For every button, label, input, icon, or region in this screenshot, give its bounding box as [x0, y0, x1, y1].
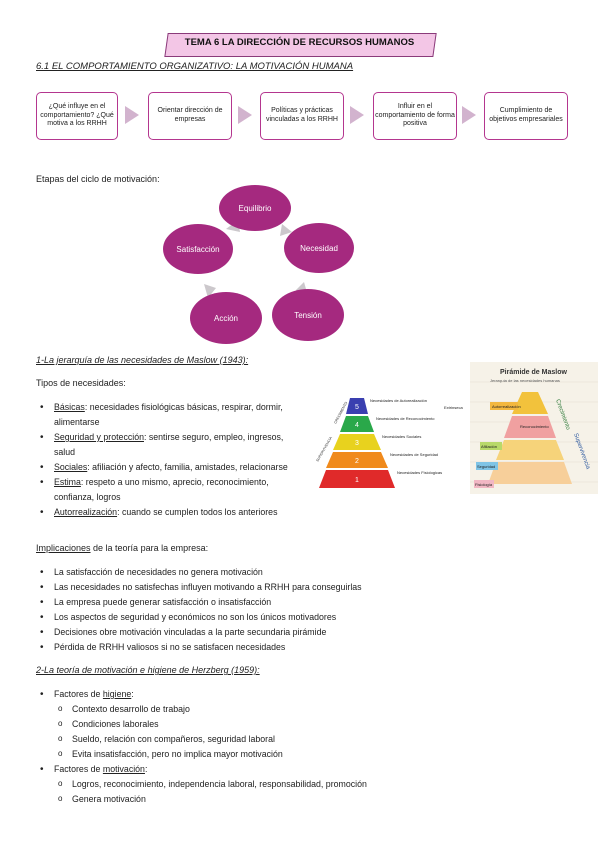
pyramid-num: 5: [355, 404, 359, 411]
pyramid-label: Necesidades de Seguridad: [390, 452, 438, 457]
flow-step-1: ¿Qué influye en el comportamiento? ¿Qué …: [36, 92, 118, 140]
flow-arrow-icon: [350, 106, 364, 124]
pyramid-label: Necesidades Fisiologicas: [397, 470, 442, 475]
flow-arrow-icon: [238, 106, 252, 124]
flow-step-2: Orientar dirección de empresas: [148, 92, 232, 140]
pyramid-level-3: [333, 434, 381, 450]
poster-level: Autorrealización: [492, 404, 521, 409]
pyramid-level-1: [319, 470, 395, 488]
pyramid-extra-label: Extrinseca: [444, 405, 463, 410]
list-item: Las necesidades no satisfechas influyen …: [36, 580, 556, 595]
cycle-stage-equilibrio: Equilibrio: [219, 185, 291, 231]
maslow-pyramid-chart: 5 4 3 2 1 Necesidades de Autorealización…: [302, 392, 472, 494]
list-item: Contexto desarrollo de trabajo: [54, 701, 556, 717]
list-item: Logros, reconocimiento, independencia la…: [54, 776, 556, 792]
flow-arrow-icon: [125, 106, 139, 124]
list-item: Evita insatisfacción, pero no implica ma…: [54, 746, 556, 762]
list-item: Pérdida de RRHH valiosos si no se satisf…: [36, 640, 556, 655]
maslow-poster-image: Pirámide de Maslow Jerarquía de las nece…: [470, 362, 598, 494]
herzberg-section: Factores de higiene: Contexto desarrollo…: [36, 687, 556, 807]
pyramid-label: Necesidades de Autorealización: [370, 398, 427, 403]
pyramid-label: Necesidades de Reconocimiento: [376, 416, 435, 421]
maslow-heading: 1-La jerarquía de las necesidades de Mas…: [36, 355, 249, 365]
poster-level: Fisiología: [475, 482, 493, 487]
flow-step-3: Políticas y prácticas vinculadas a los R…: [260, 92, 344, 140]
pyramid-level-5: [346, 398, 368, 414]
cycle-stage-tension: Tensión: [272, 289, 344, 341]
poster-title: Pirámide de Maslow: [500, 369, 567, 376]
list-item: Decisiones obre motivación vinculadas a …: [36, 625, 556, 640]
section-subtitle: 6.1 EL COMPORTAMIENTO ORGANIZATIVO: LA M…: [36, 61, 354, 72]
implications-heading: Implicaciones de la teoría para la empre…: [36, 543, 209, 553]
page-title: TEMA 6 LA DIRECCIÓN DE RECURSOS HUMANOS: [184, 37, 415, 48]
list-item: Genera motivación: [54, 791, 556, 807]
list-item: La satisfacción de necesidades no genera…: [36, 565, 556, 580]
poster-level: Seguridad: [477, 464, 495, 469]
poster-label-bg: [474, 480, 494, 488]
list-item: Básicas: necesidades fisiológicas básica…: [36, 400, 301, 430]
cycle-stage-necesidad: Necesidad: [284, 223, 354, 273]
herzberg-heading: 2-La teoría de motivación e higiene de H…: [36, 665, 260, 675]
poster-label-bg: [476, 462, 498, 470]
pyramid-label: Necesidades Sociales: [382, 434, 421, 439]
hygiene-list: Factores de higiene:: [36, 687, 556, 702]
motivation-list: Factores de motivación:: [36, 762, 556, 777]
poster-level: Reconocimiento: [520, 424, 549, 429]
cycle-stage-accion: Acción: [190, 292, 262, 344]
list-item: La empresa puede generar satisfacción o …: [36, 595, 556, 610]
list-item: Sueldo, relación con compañeros, segurid…: [54, 731, 556, 747]
pyramid-num: 1: [355, 477, 359, 484]
list-item: Seguridad y protección: sentirse seguro,…: [36, 430, 301, 460]
list-item: Autorrealización: cuando se cumplen todo…: [36, 505, 384, 520]
pyramid-num: 3: [355, 440, 359, 447]
needs-list: Básicas: necesidades fisiológicas básica…: [36, 400, 301, 520]
list-item: Los aspectos de seguridad y económicos n…: [36, 610, 556, 625]
poster-subtitle: Jerarquía de las necesidades humanas: [490, 378, 560, 383]
hygiene-sublist: Contexto desarrollo de trabajo Condicion…: [36, 701, 556, 762]
cycle-label: Etapas del ciclo de motivación:: [36, 174, 160, 184]
poster-label-bg: [490, 402, 518, 410]
flow-step-5: Cumplimiento de objetivos empresariales: [484, 92, 568, 140]
pyramid-level-4: [340, 416, 374, 432]
cycle-stage-satisfaccion: Satisfacción: [163, 224, 233, 274]
flow-arrow-icon: [462, 106, 476, 124]
list-item: Condiciones laborales: [54, 716, 556, 732]
list-item: Estima: respeto a uno mismo, aprecio, re…: [36, 475, 301, 505]
cycle-arrow-icon: [280, 224, 292, 236]
poster-level: Afiliación: [481, 444, 497, 449]
list-item: Factores de higiene:: [36, 687, 556, 702]
poster-label-bg: [480, 442, 502, 450]
implications-list: La satisfacción de necesidades no genera…: [36, 565, 556, 655]
flow-step-4: Influir en el comportamiento de forma po…: [373, 92, 457, 140]
pyramid-num: 4: [355, 422, 359, 429]
list-item: Sociales: afiliación y afecto, familia, …: [36, 460, 301, 475]
pyramid-level-2: [326, 452, 388, 468]
list-item: Factores de motivación:: [36, 762, 556, 777]
motivation-sublist: Logros, reconocimiento, independencia la…: [36, 776, 556, 807]
pyramid-num: 2: [355, 458, 359, 465]
types-label: Tipos de necesidades:: [36, 378, 126, 388]
